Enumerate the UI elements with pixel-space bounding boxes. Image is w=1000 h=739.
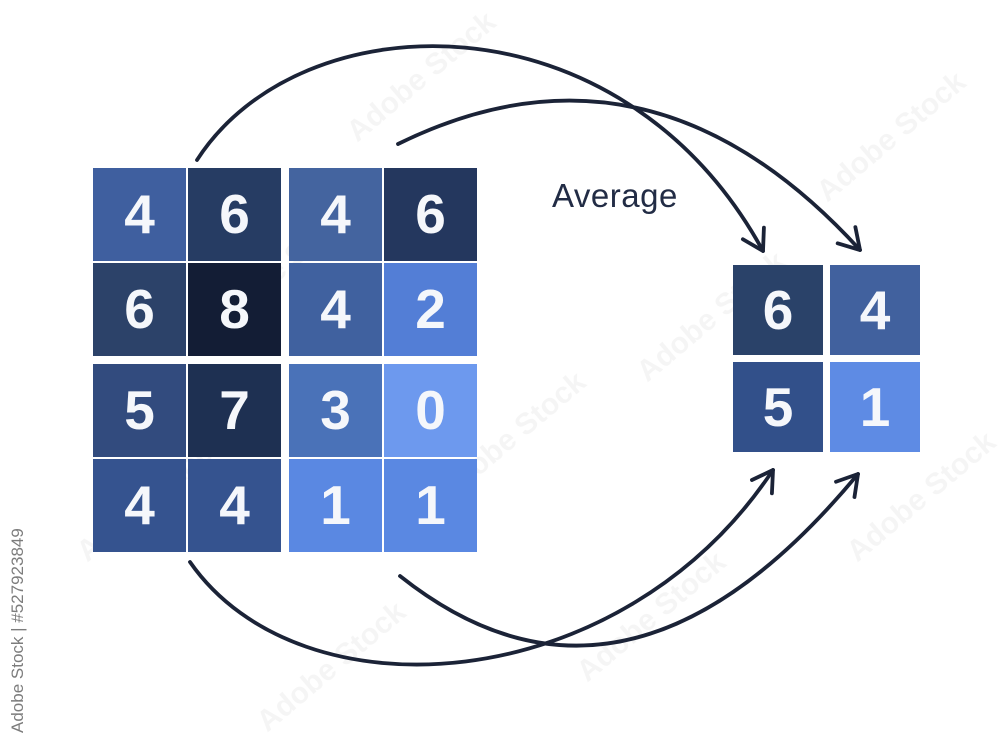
arrow-bottom-right-quadrant-to-output xyxy=(398,472,860,648)
cell-value: 5 xyxy=(762,375,794,438)
input-grid-quadrant-bottom-left: 5 7 4 4 xyxy=(93,364,281,552)
cell-value: 4 xyxy=(320,278,351,340)
input-cell-r1c0: 6 xyxy=(93,263,186,356)
arrow-top-left-quadrant-to-output xyxy=(195,44,766,253)
input-cell-r1c2: 4 xyxy=(289,263,382,356)
output-cell-r0c0: 6 xyxy=(733,265,823,355)
input-cell-r1c1: 8 xyxy=(188,263,281,356)
cell-value: 4 xyxy=(124,474,155,536)
input-cell-r0c3: 6 xyxy=(384,168,477,261)
cell-value: 7 xyxy=(219,379,250,441)
cell-value: 5 xyxy=(124,379,155,441)
input-grid-quadrant-top-right: 4 6 4 2 xyxy=(289,168,477,356)
input-cell-r3c1: 4 xyxy=(188,459,281,552)
cell-value: 4 xyxy=(219,474,250,536)
cell-value: 4 xyxy=(859,278,891,341)
average-label: Average xyxy=(552,177,678,214)
cell-value: 6 xyxy=(762,278,794,341)
input-cell-r0c1: 6 xyxy=(188,168,281,261)
cell-value: 1 xyxy=(320,474,351,536)
output-grid: 6 4 5 1 xyxy=(733,265,920,452)
cell-value: 3 xyxy=(320,379,351,441)
cell-value: 1 xyxy=(859,375,891,438)
input-cell-r0c0: 4 xyxy=(93,168,186,261)
input-grid-quadrant-bottom-right: 3 0 1 1 xyxy=(289,364,477,552)
cell-value: 6 xyxy=(124,278,155,340)
input-cell-r2c2: 3 xyxy=(289,364,382,457)
arrow-top-right-quadrant-to-output xyxy=(396,98,862,252)
input-cell-r3c0: 4 xyxy=(93,459,186,552)
cell-value: 6 xyxy=(219,183,250,245)
cell-value: 8 xyxy=(219,278,250,340)
output-cell-r1c0: 5 xyxy=(733,362,823,452)
output-cell-r0c1: 4 xyxy=(830,265,920,355)
cell-value: 4 xyxy=(124,183,155,245)
input-cell-r2c0: 5 xyxy=(93,364,186,457)
input-cell-r3c2: 1 xyxy=(289,459,382,552)
cell-value: 6 xyxy=(415,183,446,245)
input-cell-r3c3: 1 xyxy=(384,459,477,552)
input-cell-r2c1: 7 xyxy=(188,364,281,457)
input-cell-r2c3: 0 xyxy=(384,364,477,457)
input-grid: 4 6 6 8 4 6 4 2 5 7 4 4 3 0 1 1 xyxy=(93,168,477,552)
input-grid-quadrant-top-left: 4 6 6 8 xyxy=(93,168,281,356)
cell-value: 0 xyxy=(415,379,446,441)
input-cell-r0c2: 4 xyxy=(289,168,382,261)
output-cell-r1c1: 1 xyxy=(830,362,920,452)
cell-value: 2 xyxy=(415,278,446,340)
input-cell-r1c3: 2 xyxy=(384,263,477,356)
stock-id-watermark: Adobe Stock | #527923849 xyxy=(8,528,27,733)
cell-value: 1 xyxy=(415,474,446,536)
cell-value: 4 xyxy=(320,183,351,245)
arrow-bottom-left-quadrant-to-output xyxy=(188,468,775,667)
